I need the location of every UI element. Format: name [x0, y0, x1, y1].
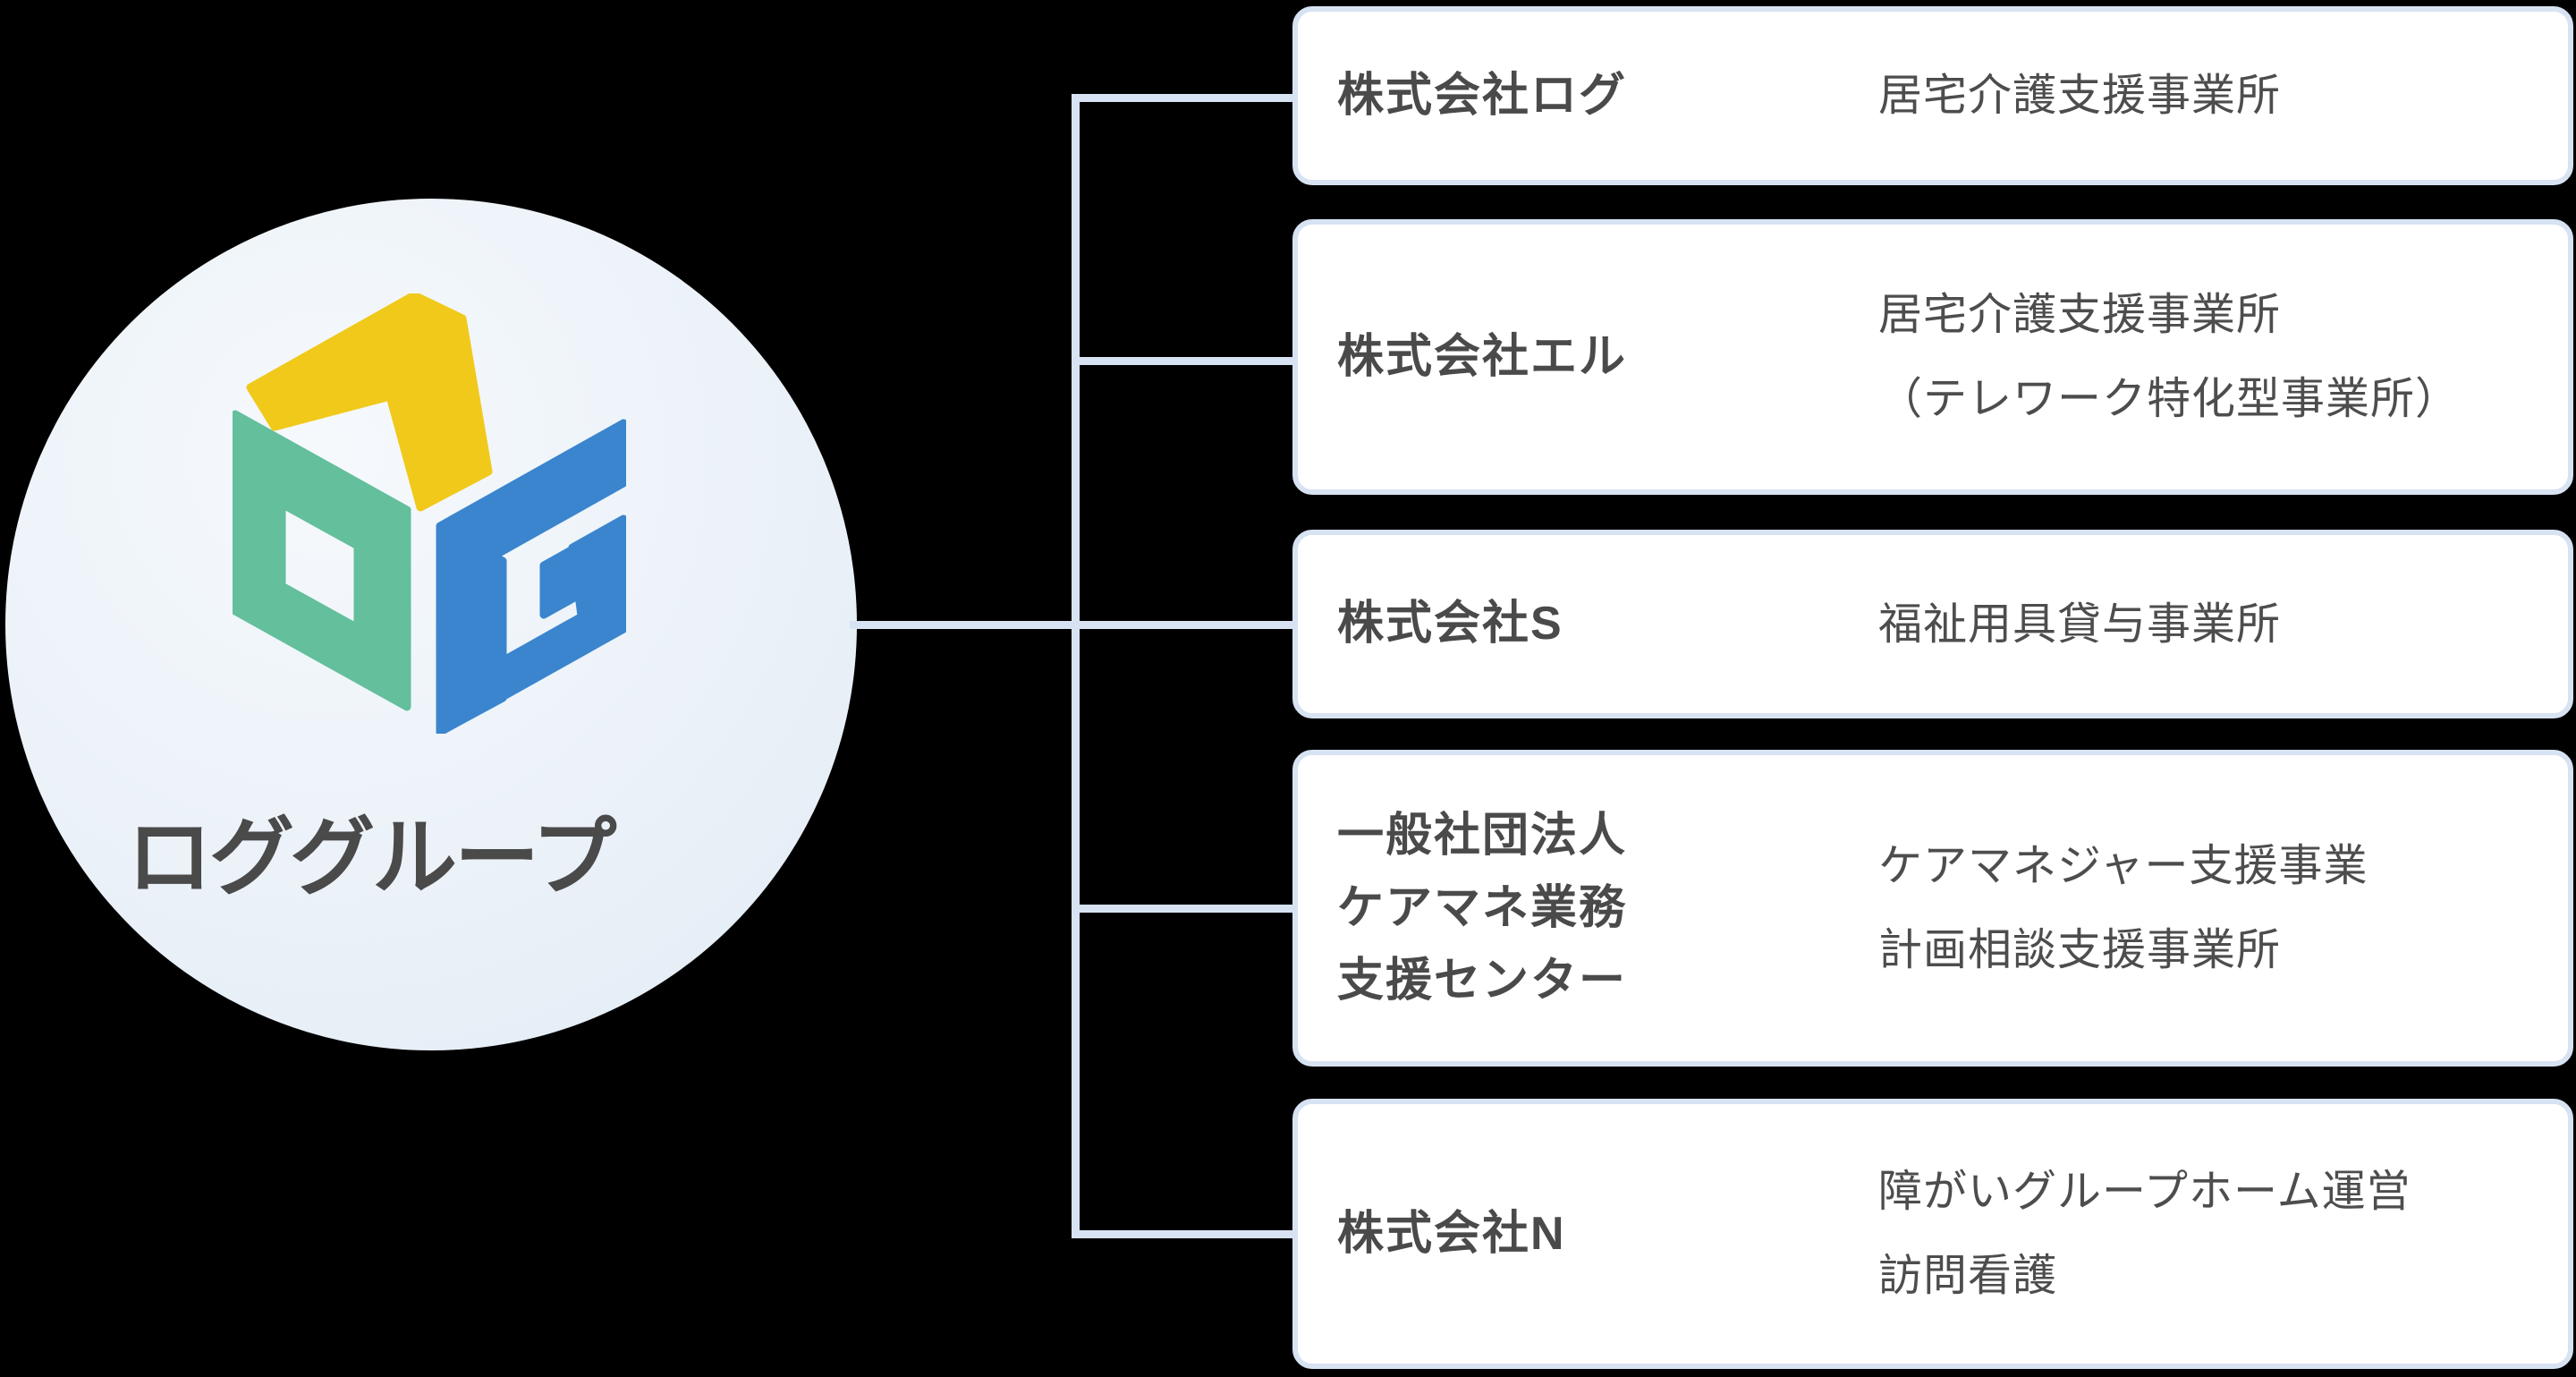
logo-letter-g-icon — [436, 419, 626, 734]
company-card-log: 株式会社ログ 居宅介護支援事業所 — [1292, 6, 2573, 185]
company-name: 株式会社ログ — [1337, 69, 1628, 122]
company-name: 株式会社S — [1337, 598, 1563, 650]
company-services: ケアマネジャー支援事業 計画相談支援事業所 — [1878, 842, 2368, 974]
group-title: ロググループ — [127, 811, 616, 905]
company-services: 障がいグループホーム運営 訪問看護 — [1878, 1168, 2411, 1300]
company-services: 居宅介護支援事業所 （テレワーク特化型事業所） — [1878, 291, 2461, 423]
connector-branch-5 — [1072, 1230, 1292, 1238]
connector-branch-1 — [1072, 94, 1292, 102]
log-cube-logo — [233, 293, 626, 734]
company-card-caremane-center: 一般社団法人 ケアマネ業務 支援センター ケアマネジャー支援事業 計画相談支援事… — [1292, 750, 2573, 1067]
company-services: 居宅介護支援事業所 — [1878, 72, 2282, 120]
connector-trunk-line — [1072, 94, 1080, 1238]
company-card-n: 株式会社N 障がいグループホーム運営 訪問看護 — [1292, 1099, 2573, 1369]
company-name: 一般社団法人 ケアマネ業務 支援センター — [1337, 809, 1628, 1007]
company-card-l: 株式会社エル 居宅介護支援事業所 （テレワーク特化型事業所） — [1292, 219, 2573, 495]
connector-branch-4 — [1072, 905, 1292, 913]
logo-letter-o-icon — [233, 410, 411, 711]
connector-branch-2 — [1072, 357, 1292, 365]
company-services: 福祉用具貸与事業所 — [1878, 599, 2282, 649]
logo-letter-l-icon — [246, 293, 493, 512]
company-name: 株式会社N — [1337, 1207, 1566, 1260]
connector-main-line — [850, 621, 1292, 629]
company-card-s: 株式会社S 福祉用具貸与事業所 — [1292, 530, 2573, 718]
company-name: 株式会社エル — [1337, 330, 1628, 383]
